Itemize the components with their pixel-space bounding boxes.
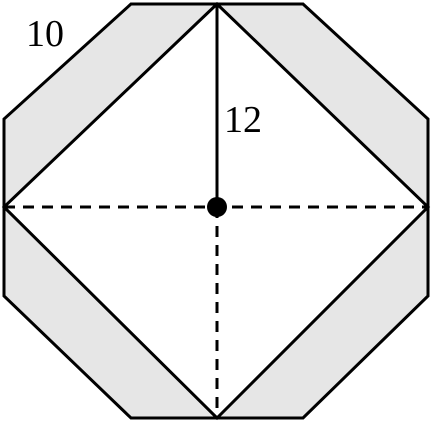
radius-length-label: 12 xyxy=(224,99,262,141)
side-length-label: 10 xyxy=(26,13,64,55)
center-point xyxy=(207,197,227,217)
